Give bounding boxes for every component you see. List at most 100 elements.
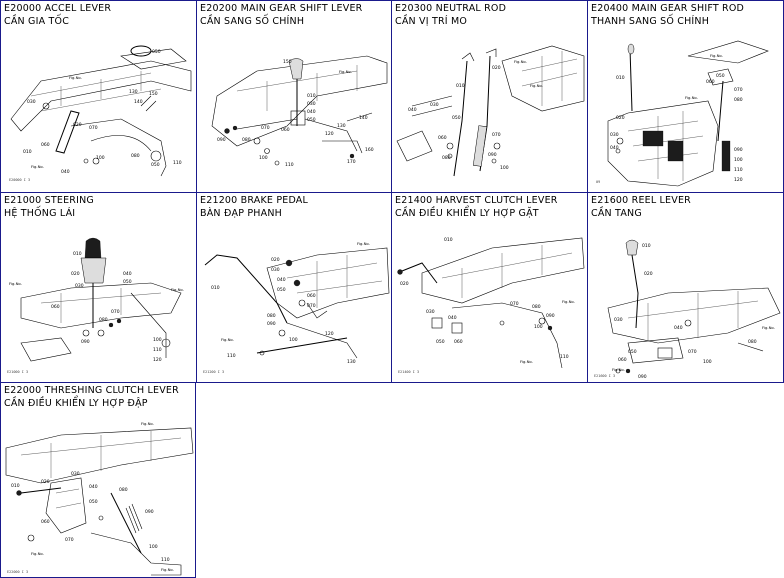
panel-name: THANH SANG SỐ CHÍNH [591,16,710,27]
panel-main-gear-shift-rod[interactable]: E20400 MAIN GEAR SHIFT ROD THANH SANG SỐ… [587,0,784,193]
part-number: 080 [748,339,757,345]
part-number: 070 [65,537,74,543]
part-number: 160 [365,147,374,153]
part-number: 030 [430,102,439,108]
part-number: 100 [289,337,298,343]
part-number: 050 [152,49,161,55]
drawing-number: E20000 I 3 [9,178,30,182]
part-number: 050 [123,279,132,285]
panel-neutral-rod[interactable]: E20300 NEUTRAL ROD CẦN VỊ TRÍ MO 010 020… [391,0,588,193]
part-number: 020 [616,115,625,121]
part-number: 090 [546,313,555,319]
part-number: 080 [99,317,108,323]
part-number: 050 [277,287,286,293]
panel-code: E21600 REEL LEVER [591,195,691,206]
part-number: 050 [716,73,725,79]
panel-harvest-clutch-lever[interactable]: E21400 HARVEST CLUTCH LEVER CẦN ĐIỀU KHI… [391,192,588,383]
part-number: 080 [119,487,128,493]
part-number: 040 [674,325,683,331]
part-number: 120 [325,331,334,337]
part-number: 040 [408,107,417,113]
part-number: 100 [96,155,105,161]
fig-reference: Fig.No. [562,299,575,304]
drawing-number: E21200 I 3 [203,370,224,374]
fig-reference: Fig.No. [710,53,723,58]
part-number: 020 [271,257,280,263]
drawing-number: 09 [596,180,600,184]
part-number: 050 [436,339,445,345]
part-number: 030 [271,267,280,273]
fig-reference: Fig.No. [530,83,543,88]
panel-name: CẦN ĐIỀU KHIỂN LY HỢP ĐẬP [4,398,148,409]
part-number: 010 [616,75,625,81]
panel-brake-pedal[interactable]: E21200 BRAKE PEDAL BÀN ĐẠP PHANH 010 020… [196,192,392,383]
panel-code: E21400 HARVEST CLUTCH LEVER [395,195,558,206]
part-number: 110 [161,557,170,563]
panel-steering[interactable]: E21000 STEERING HỆ THỐNG LÁI 010 020 030… [0,192,197,383]
panel-code: E20300 NEUTRAL ROD [395,3,507,14]
part-number: 030 [426,309,435,315]
part-number: 110 [734,167,743,173]
part-number: 010 [642,243,651,249]
part-number: 080 [442,155,451,161]
drawing-number: E21400 I 3 [398,370,419,374]
part-number: 080 [131,153,140,159]
part-number: 100 [703,359,712,365]
steering-diagram: 010 020 030 040 050 060 070 080 090 100 … [7,237,184,374]
brake-pedal-diagram: 010 020 030 040 050 060 070 080 090 100 … [203,241,390,374]
part-number: 090 [638,374,647,380]
part-number: 010 [444,237,453,243]
part-number: 090 [217,137,226,143]
part-number: 020 [73,122,82,128]
part-number: 150 [149,91,158,97]
part-number: 010 [307,93,316,99]
drawing-number: E22000 I 3 [7,570,28,574]
panel-name: CẦN TANG [591,208,642,219]
panel-reel-lever[interactable]: E21600 REEL LEVER CẦN TANG 010 020 030 0… [587,192,784,383]
part-number: 100 [149,544,158,550]
part-number: 030 [71,471,80,477]
part-number: 020 [400,281,409,287]
fig-reference: Fig.No. [357,241,370,246]
part-number: 090 [81,339,90,345]
panel-code: E21000 STEERING [4,195,94,206]
panel-threshing-clutch-lever[interactable]: E22000 THRESHING CLUTCH LEVER CẦN ĐIỀU K… [0,382,196,578]
panel-main-gear-shift-lever[interactable]: E20200 MAIN GEAR SHIFT LEVER CẦN SANG SỐ… [196,0,392,193]
part-number: 110 [153,347,162,353]
part-number: 060 [454,339,463,345]
part-number: 080 [267,313,276,319]
part-number: 060 [438,135,447,141]
harvest-clutch-lever-diagram: 010 020 030 040 050 060 070 080 090 100 … [397,237,585,374]
part-number: 010 [73,251,82,257]
neutral-rod-diagram: 010 020 030 040 050 060 070 080 090 100 … [396,45,585,177]
accel-lever-diagram: 050 130 150 140 030 070 020 060 010 040 … [9,45,192,182]
part-number: 130 [129,89,138,95]
part-number: 140 [359,115,368,121]
part-number: 040 [61,169,70,175]
part-number: 040 [448,315,457,321]
panel-name: HỆ THỐNG LÁI [4,208,76,219]
part-number: 100 [500,165,509,171]
part-number: 110 [173,160,182,166]
part-number: 100 [259,155,268,161]
part-number: 060 [706,79,715,85]
part-number: 090 [734,147,743,153]
part-number: 050 [89,499,98,505]
panel-code: E20200 MAIN GEAR SHIFT LEVER [200,3,363,14]
panel-name: CẦN ĐIỀU KHIỂN LY HỢP GẶT [395,208,539,219]
part-number: 010 [456,83,465,89]
part-number: 020 [644,271,653,277]
part-number: 030 [610,132,619,138]
part-number: 120 [734,177,743,183]
part-number: 150 [283,59,292,65]
part-number: 080 [242,137,251,143]
part-number: 060 [41,142,50,148]
panel-accel-lever[interactable]: E20000 ACCEL LEVER CẦN GIA TỐC 050 130 1… [0,0,197,193]
part-number: 130 [337,123,346,129]
part-number: 050 [452,115,461,121]
part-number: 040 [123,271,132,277]
part-number: 110 [227,353,236,359]
part-number: 090 [145,509,154,515]
part-number: 020 [492,65,501,71]
